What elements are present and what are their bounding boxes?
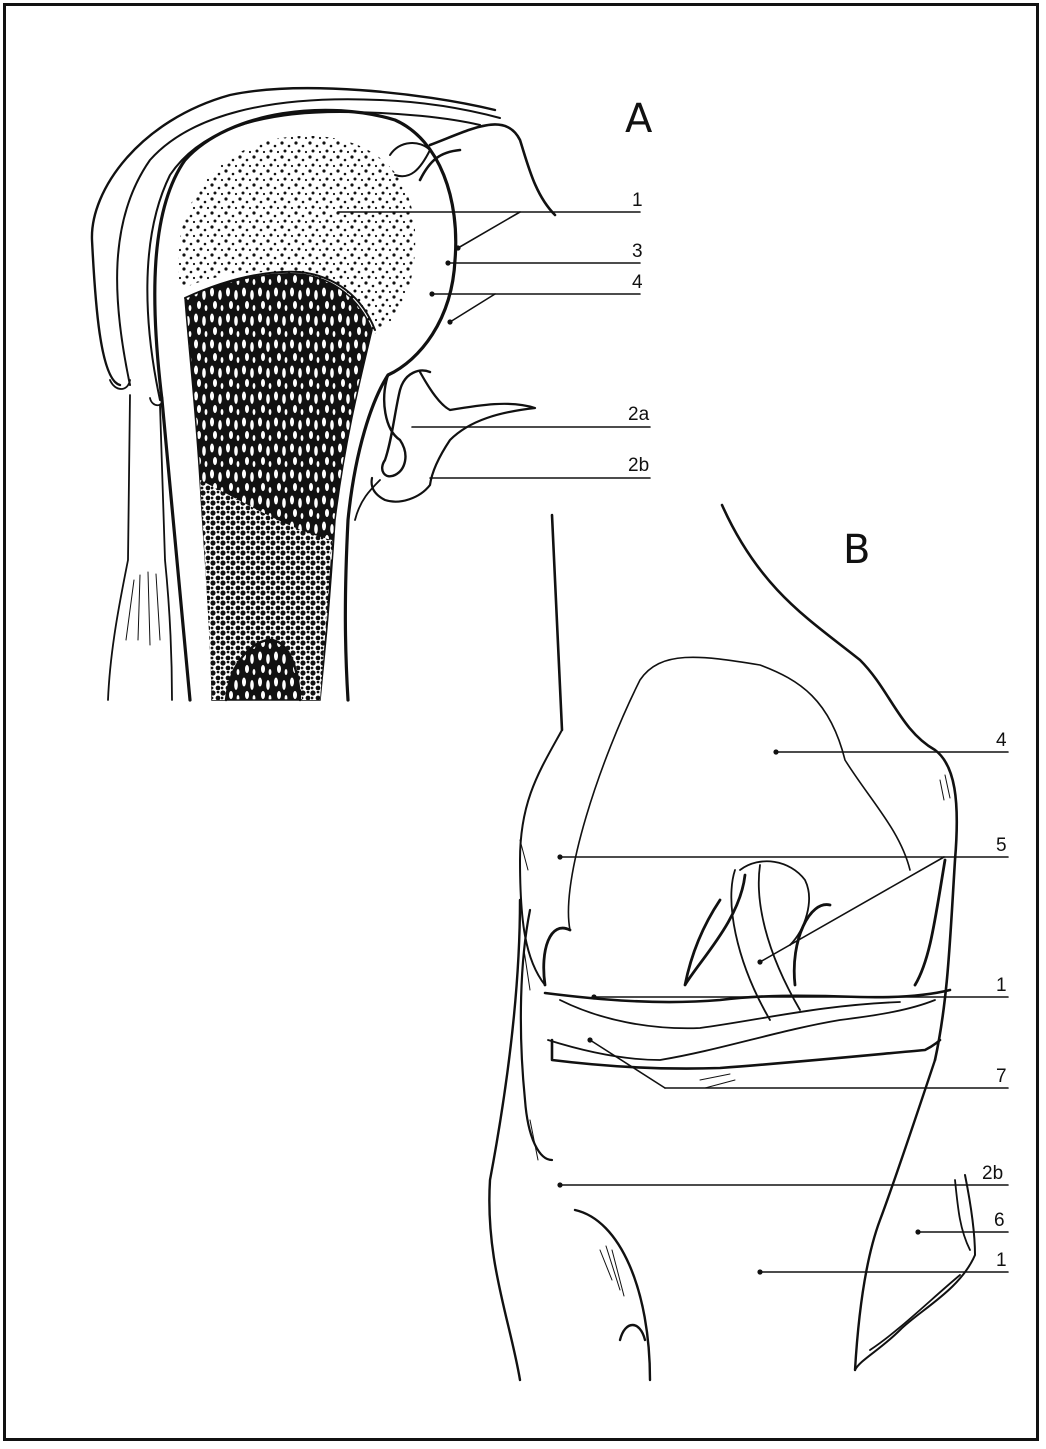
leg-lateral-contour [489, 900, 520, 1380]
panel-a-letter: A [625, 96, 653, 142]
label-a-4: 4 [632, 272, 643, 293]
label-a-2a: 2a [628, 404, 650, 425]
label-b-4: 4 [996, 730, 1007, 751]
leader-b-5b [760, 857, 944, 962]
label-b-1: 1 [996, 975, 1007, 996]
patella-edge [520, 730, 562, 985]
label-a-1: 1 [632, 190, 643, 211]
capsule-reflection [355, 480, 380, 520]
label-b-7: 7 [996, 1066, 1007, 1087]
panel-a-drawing [92, 88, 555, 700]
tendon [108, 395, 172, 700]
hatching [520, 775, 950, 1296]
panel-b-leaders [557, 749, 1008, 1274]
tendon-fibres [126, 572, 160, 645]
fibula-head [521, 910, 552, 1160]
label-a-2b: 2b [628, 455, 649, 476]
leader-a-4b [450, 294, 495, 322]
label-b-1-lower: 1 [996, 1250, 1007, 1271]
thigh-medial-contour [722, 505, 957, 1060]
tibia-medial [855, 1060, 935, 1370]
tibial-plateau [545, 990, 950, 1002]
label-b-6: 6 [994, 1210, 1005, 1231]
femur-outline [568, 657, 910, 930]
tibia-articular [552, 1040, 940, 1069]
panel-b-drawing [489, 505, 975, 1380]
thigh-lateral-contour [552, 515, 562, 730]
label-a-3: 3 [632, 241, 643, 262]
label-b-2b: 2b [982, 1163, 1003, 1184]
tibia-shaft [575, 1210, 650, 1380]
label-b-5: 5 [996, 835, 1007, 856]
leader-a-1b [458, 212, 520, 248]
panel-b-letter: B [843, 527, 870, 573]
capsule-insertion [382, 371, 430, 477]
